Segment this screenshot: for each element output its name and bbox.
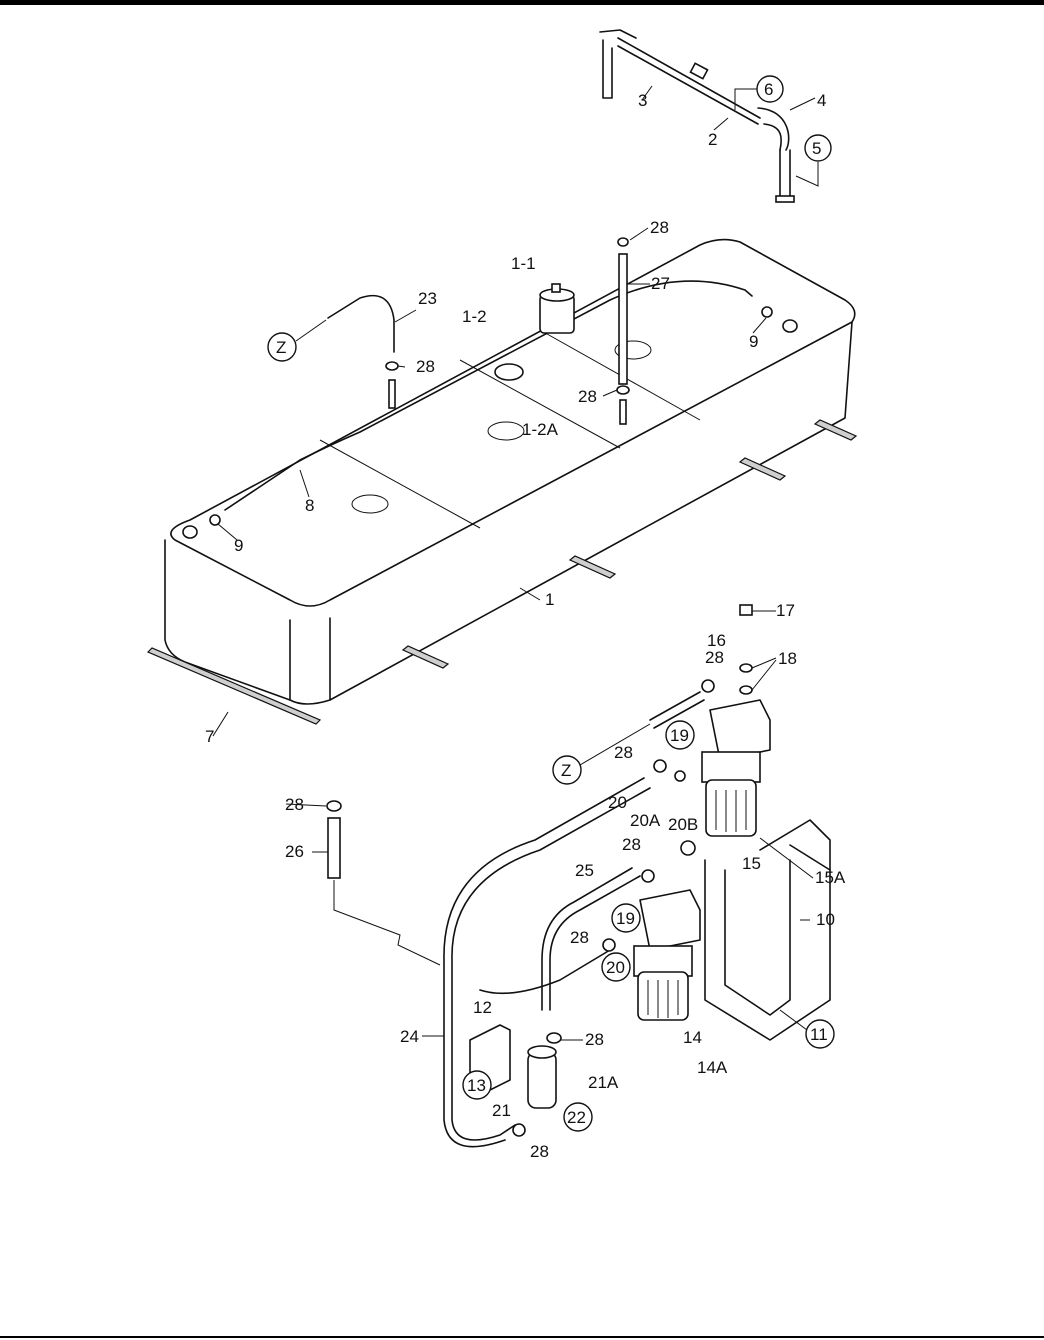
callout-22: 22	[567, 1108, 586, 1127]
callout-8: 8	[305, 496, 314, 515]
bottom-border-rule	[0, 1336, 1044, 1338]
callout-19-lower: 19	[616, 909, 635, 928]
callout-20a: 20A	[630, 811, 661, 830]
callout-14: 14	[683, 1028, 702, 1047]
fuel-sender	[494, 363, 524, 381]
fuel-tank	[164, 238, 856, 705]
callout-24: 24	[400, 1027, 419, 1046]
filter-14	[633, 889, 701, 1021]
strap-bar	[617, 37, 761, 125]
callout-28: 28	[585, 1030, 604, 1049]
callout-1-2: 1-2	[462, 307, 487, 326]
callout-1-1: 1-1	[511, 254, 536, 273]
callout-28: 28	[530, 1142, 549, 1161]
callout-7: 7	[205, 727, 214, 746]
callout-28: 28	[570, 928, 589, 947]
return-line-8	[224, 280, 753, 511]
strap-left-leg	[602, 39, 613, 99]
callout-z-lower: Z	[561, 761, 571, 780]
top-border-rule	[0, 0, 1044, 5]
callout-16: 16	[707, 631, 726, 650]
callout-28: 28	[705, 648, 724, 667]
callout-28: 28	[614, 743, 633, 762]
callout-19-upper: 19	[670, 726, 689, 745]
callout-9-left: 9	[234, 536, 243, 555]
callout-12: 12	[473, 998, 492, 1017]
callout-15: 15	[742, 854, 761, 873]
hose-25	[541, 867, 641, 1011]
hose-z	[649, 691, 705, 729]
callout-14a: 14A	[697, 1058, 728, 1077]
callout-28: 28	[622, 835, 641, 854]
callout-21a: 21A	[588, 1073, 619, 1092]
callout-3: 3	[638, 91, 647, 110]
strap-right-leg	[779, 149, 791, 199]
hose-23	[327, 294, 395, 353]
callout-17: 17	[776, 601, 795, 620]
callout-2: 2	[708, 130, 717, 149]
callout-13: 13	[467, 1076, 486, 1095]
callout-9-right: 9	[749, 332, 758, 351]
callout-27: 27	[651, 274, 670, 293]
callout-20: 20	[608, 793, 627, 812]
callouts: 1 1-1 1-2 1-2A 2 3 4 5 6 7 8 9 9 10 11 1…	[205, 75, 846, 1161]
callout-28: 28	[578, 387, 597, 406]
hose-24	[443, 777, 651, 1148]
leader-lines	[212, 85, 819, 1041]
pad-7	[146, 647, 322, 725]
callout-23: 23	[418, 289, 437, 308]
callout-20-circled: 20	[606, 958, 625, 977]
callout-25: 25	[575, 861, 594, 880]
hose-26	[327, 817, 341, 879]
tank-strap-assembly	[599, 29, 795, 203]
callout-z-upper: Z	[276, 338, 286, 357]
filter-bracket-10	[704, 819, 831, 1041]
callout-28: 28	[416, 357, 435, 376]
callout-20b: 20B	[668, 815, 698, 834]
strap-clamp	[757, 107, 790, 151]
cap-28	[326, 800, 342, 812]
callout-11: 11	[810, 1025, 828, 1044]
callout-21: 21	[492, 1101, 511, 1120]
callout-18: 18	[778, 649, 797, 668]
filter-15	[701, 699, 771, 837]
fuel-pump	[469, 1024, 557, 1109]
callout-26: 26	[285, 842, 304, 861]
tank-pads	[146, 419, 858, 725]
callout-1: 1	[545, 590, 554, 609]
filler-cap	[539, 283, 575, 334]
callout-1-2a: 1-2A	[522, 420, 559, 439]
callout-15a: 15A	[815, 868, 846, 887]
callout-10: 10	[816, 910, 835, 929]
callout-5: 5	[812, 139, 821, 158]
vent-pipe-27	[616, 237, 630, 425]
callout-4: 4	[817, 91, 826, 110]
hose-26-route	[333, 880, 441, 966]
hose-connector	[479, 949, 611, 995]
callout-28: 28	[650, 218, 669, 237]
callout-6: 6	[764, 80, 773, 99]
